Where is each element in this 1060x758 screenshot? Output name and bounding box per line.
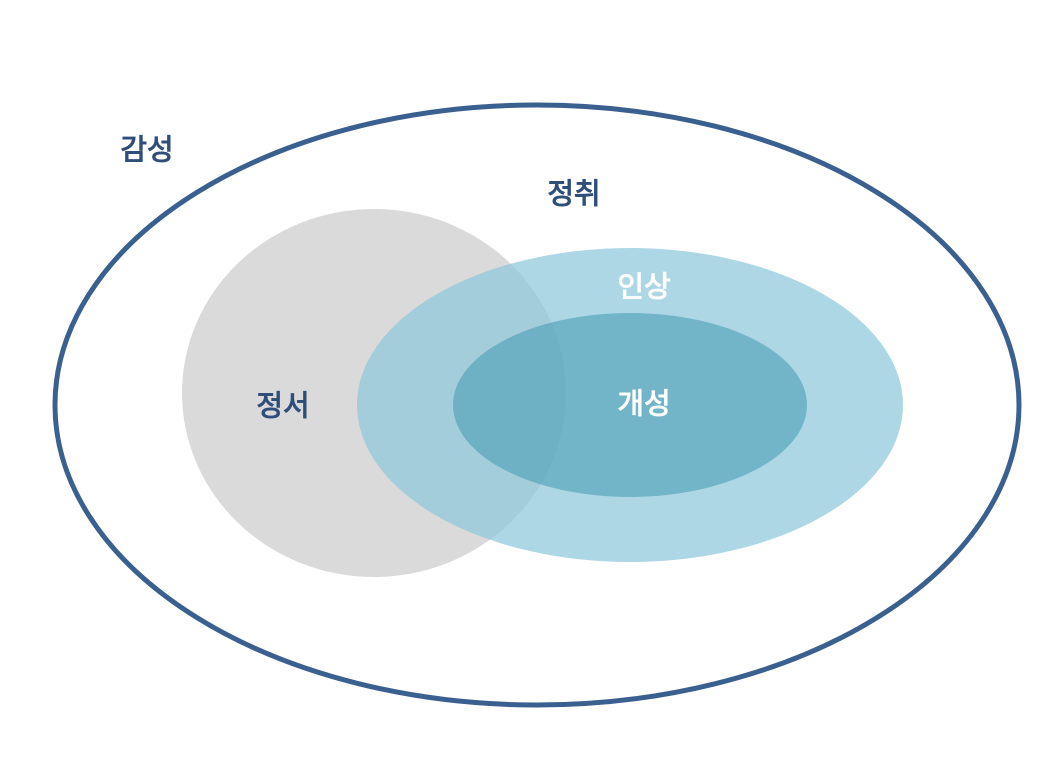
label-gaeseong: 개성 <box>617 386 671 421</box>
label-jeongseo: 정서 <box>256 388 310 423</box>
label-jeongchwi: 정취 <box>547 176 601 211</box>
label-gamseong: 감성 <box>120 132 174 167</box>
label-insang: 인상 <box>617 269 671 304</box>
gaeseong-ellipse <box>453 313 807 497</box>
